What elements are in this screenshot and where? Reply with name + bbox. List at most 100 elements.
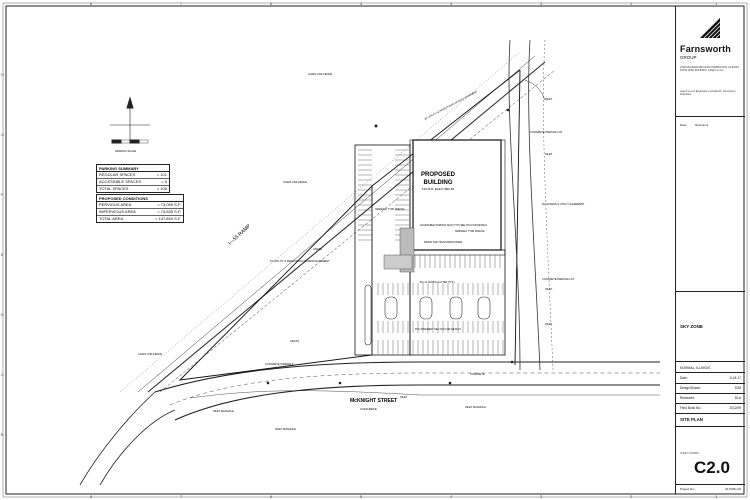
grid-col-label: 4: [450, 494, 453, 499]
manhole-label-1: INLET MANHOLE: [213, 409, 234, 413]
easement-label-3: 20' ACCESS & UTILITY EASEMENT: [542, 202, 585, 206]
mcknight-street: [79, 361, 660, 486]
proposed-building: [412, 139, 502, 251]
parking-summary-table: PARKING SUMMARY REGULAR SPACES= 101 ACCE…: [96, 164, 170, 193]
divider: [676, 372, 745, 373]
project-number-label: Project No.:: [680, 487, 696, 491]
divider: [676, 426, 745, 427]
inlet-label-2: INLET: [545, 152, 553, 156]
brand-sub: GROUP: [680, 55, 697, 60]
easement-label-2: 15' UTILITY & PEDESTRIAN ACCESS EASEMENT: [270, 259, 330, 263]
parking-stalls-south: [377, 255, 504, 354]
sheet-name: SITE PLAN: [680, 417, 703, 422]
grid-row-label: F: [1, 192, 4, 197]
company-tagline: www.f-w.com Engineers | Architects | Sur…: [680, 90, 737, 97]
sign-note: MINOR TILE TRUNCATED DOMES: [424, 241, 463, 244]
grid-col-label: 7: [180, 494, 183, 499]
grid-col-label: 6: [270, 494, 273, 499]
grid-col-label: 2: [630, 494, 633, 499]
company-address: 2709 McGRAW DRIVE BLOOMINGTON, ILLINOIS …: [680, 66, 739, 73]
street-label: McKNIGHT STREET: [350, 398, 397, 404]
grid-row-label: B: [1, 432, 4, 437]
inlet-label-1: INLET: [545, 97, 553, 101]
divider: [676, 383, 745, 384]
project-name: SKY ZONE: [680, 324, 703, 329]
sidewalk-label-2: CONCRETE: [470, 372, 485, 376]
sheet-number-label: SHEET NUMBER: [680, 452, 699, 455]
row-value: = 106: [156, 186, 167, 191]
brand-name: Farnsworth: [680, 44, 732, 54]
north-label: GRAPHIC SCALE: [115, 149, 136, 153]
parking-islands: [364, 284, 491, 346]
row-label: IMPERVIOUS AREA: [99, 209, 136, 214]
site-symbols: [266, 108, 514, 385]
grid-col-label: 8: [90, 494, 93, 499]
info-value: SJM: [734, 386, 741, 390]
parking-stalls-west: [358, 149, 409, 241]
grid-col-label: 3: [540, 1, 543, 6]
chain-link-label-3: CHAIN LINK FENCE: [308, 72, 332, 76]
row-label: ACCESSIBLE SPACES: [99, 179, 142, 184]
table-row: TOTAL AREA = 147,894 S.F.: [97, 216, 183, 222]
easement-label-1: 20' UTILITY & PEDESTRIAN ACCESS EASEMENT: [424, 89, 479, 121]
row-label: TOTAL AREA: [99, 216, 124, 221]
info-label: Design/Drawn:: [680, 386, 701, 390]
table-row: IMPERVIOUS AREA = 74,835 S.F.: [97, 209, 183, 216]
divider: [676, 484, 745, 485]
proposed-conditions-title: PROPOSED CONDITIONS: [97, 195, 183, 202]
grid-col-label: 1: [715, 1, 718, 6]
manhole-label-3: INLET MANHOLE: [465, 405, 486, 409]
building-ffe: FIN.FLR. ELEV.=860.50: [422, 187, 454, 191]
grid-row-label: D: [1, 312, 4, 317]
pavement-note: PCC PAVEMENT SEE C5.0 FOR DETAILS: [415, 328, 461, 331]
rev-desc-label: Revisions: [695, 123, 709, 127]
east-road: [508, 39, 554, 371]
row-value: = 74,835 S.F.: [157, 209, 181, 214]
project-location: NORMAL, ILLINOIS: [680, 366, 711, 370]
grid-col-label: 2: [630, 1, 633, 6]
ramp-label: I—55 RAMP: [227, 223, 252, 246]
inlet-label-3: INLET: [545, 287, 553, 291]
divider: [676, 403, 745, 404]
info-label: Date:: [680, 376, 688, 380]
grid-col-label: 4: [450, 1, 453, 6]
info-label: Field Book No.:: [680, 406, 702, 410]
inlet-label-4: INLET: [545, 322, 553, 326]
grid-col-label: 7: [180, 1, 183, 6]
building-title-1: PROPOSED: [421, 172, 456, 178]
sidewalk-hatch: [383, 227, 415, 273]
parking-lot-label-2: CONCRETE PARKING LOT: [542, 277, 575, 281]
grid-col-label: 8: [90, 1, 93, 6]
revisions-header: Date Revisions: [680, 123, 716, 127]
chain-link-label-1: CHAIN LINK FENCE: [283, 180, 307, 184]
i55-ramp: [119, 51, 556, 393]
sheet-border: [5, 5, 745, 495]
sidewalk-type-label-1: SIDEWALK TYPE SPECIAL: [375, 208, 406, 211]
building-title-2: BUILDING: [424, 180, 453, 186]
street-sub: CONCRETE: [360, 407, 377, 411]
table-row: PERVIOUS AREA= 73,059 S.F.: [97, 202, 183, 209]
grid-col-label: 5: [360, 494, 363, 499]
grass-label-2: GRASS: [290, 339, 299, 343]
project-number: 0170361.00: [725, 487, 741, 491]
row-value: = 5: [161, 179, 167, 184]
info-label: Reviewed:: [680, 396, 695, 400]
parking-summary-title: PARKING SUMMARY: [97, 165, 169, 172]
row-value: = 73,059 S.F.: [157, 202, 181, 207]
row-value: = 101: [156, 172, 167, 177]
grass-label-1: GRASS: [313, 247, 322, 251]
grid-col-label: 1: [715, 494, 718, 499]
chain-link-label-2: CHAIN LINK FENCE: [138, 352, 162, 356]
divider: [676, 116, 745, 117]
sheet-number: C2.0: [694, 458, 730, 477]
title-block: Farnsworth GROUP 2709 McGRAW DRIVE BLOOM…: [675, 6, 745, 494]
row-value: = 147,894 S.F.: [155, 216, 181, 221]
row-label: TOTAL SPACES: [99, 186, 129, 191]
info-value: 5-24-17: [730, 376, 741, 380]
grid-col-label: 3: [540, 494, 543, 499]
parking-stalls-center: [377, 283, 504, 333]
grid-row-label: H: [1, 72, 4, 77]
